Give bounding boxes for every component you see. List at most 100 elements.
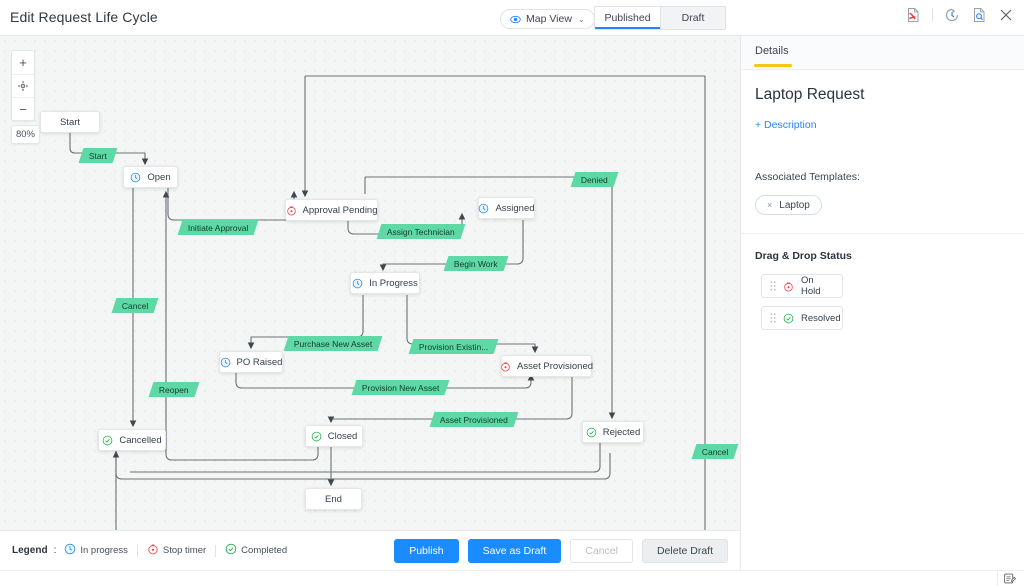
stop-timer-icon: [500, 361, 511, 372]
node-label: Cancelled: [119, 434, 162, 446]
cancel-button[interactable]: Cancel: [570, 538, 633, 563]
chevron-down-icon: ⌄: [577, 14, 585, 24]
node-in-progress[interactable]: In Progress: [350, 272, 420, 294]
tab-published[interactable]: Published: [595, 7, 660, 29]
legend-text: Stop timer: [162, 545, 207, 556]
legend-item-in-progress: In progress: [64, 543, 128, 558]
in-progress-icon: [352, 278, 363, 289]
save-as-draft-button[interactable]: Save as Draft: [467, 538, 562, 563]
drag-handle-icon[interactable]: [770, 281, 776, 291]
tab-draft[interactable]: Draft: [660, 7, 725, 29]
header-icon-group: [905, 7, 1014, 23]
header-divider: [932, 8, 933, 22]
drag-drop-item-label: On Hold: [801, 275, 821, 297]
lifecycle-canvas[interactable]: + − 80%: [0, 36, 740, 530]
page-title: Edit Request Life Cycle: [10, 9, 158, 25]
completed-icon: [783, 313, 794, 324]
drag-drop-item-label: Resolved: [801, 312, 841, 324]
legend-divider: [215, 544, 217, 557]
map-view-button[interactable]: Map View ⌄: [500, 9, 595, 29]
document-search-icon[interactable]: [971, 7, 987, 23]
zoom-controls: + −: [11, 50, 35, 121]
completed-icon: [102, 435, 113, 446]
drag-drop-item-on-hold[interactable]: On Hold: [761, 274, 843, 298]
transition-denied[interactable]: Denied: [570, 172, 619, 187]
node-label: Assigned: [495, 202, 535, 214]
node-label: Closed: [327, 430, 358, 442]
add-description-link[interactable]: + Description: [755, 119, 817, 131]
legend-item-stop-timer: Stop timer: [147, 543, 206, 558]
pdf-export-icon[interactable]: [905, 7, 921, 23]
zoom-level-label[interactable]: 80%: [11, 125, 40, 144]
bottom-strip-divider: [997, 571, 998, 586]
canvas-footer: Legend : In progress Stop timer Complete…: [0, 530, 740, 570]
completed-icon: [311, 431, 322, 442]
details-panel: Details Laptop Request + Description Ass…: [740, 36, 1024, 586]
bottom-strip: [0, 570, 1024, 586]
node-label: In Progress: [369, 277, 418, 289]
drag-drop-item-resolved[interactable]: Resolved: [761, 306, 843, 330]
transition-cancel-right[interactable]: Cancel: [691, 444, 739, 459]
node-assigned[interactable]: Assigned: [478, 197, 535, 219]
transition-initiate-approval[interactable]: Initiate Approval: [177, 220, 259, 235]
request-title: Laptop Request: [755, 86, 865, 103]
legend-colon: :: [53, 545, 57, 556]
node-label: Rejected: [602, 426, 641, 438]
transition-begin-work[interactable]: Begin Work: [443, 256, 509, 271]
node-po-raised[interactable]: PO Raised: [219, 351, 283, 373]
node-asset-provisioned[interactable]: Asset Provisioned: [500, 355, 594, 377]
zoom-in-button[interactable]: +: [19, 55, 27, 70]
transition-provision-existing[interactable]: Provision Existin...: [408, 339, 499, 354]
stop-timer-icon: [286, 205, 297, 216]
node-approval-pending[interactable]: Approval Pending: [285, 199, 378, 221]
stop-timer-icon: [783, 281, 794, 292]
fit-to-screen-icon[interactable]: [12, 74, 34, 97]
details-tabbar: Details: [741, 36, 1024, 70]
legend-divider: [136, 544, 138, 557]
template-chip-label: Laptop: [779, 199, 810, 211]
transition-purchase-new-asset[interactable]: Purchase New Asset: [283, 336, 383, 351]
transition-provision-new-asset[interactable]: Provision New Asset: [351, 380, 450, 395]
publish-button[interactable]: Publish: [394, 538, 459, 563]
node-start[interactable]: Start: [40, 111, 100, 133]
zoom-out-button[interactable]: −: [12, 97, 34, 120]
stop-timer-icon: [147, 543, 159, 558]
drag-handle-icon[interactable]: [770, 313, 776, 323]
legend-label: Legend: [12, 545, 48, 556]
completed-icon: [225, 543, 237, 558]
history-clock-icon[interactable]: [944, 7, 960, 23]
node-label: Approval Pending: [302, 204, 378, 216]
node-label: End: [325, 493, 342, 505]
in-progress-icon: [64, 543, 76, 558]
legend-item-completed: Completed: [225, 543, 287, 558]
transition-asset-provisioned[interactable]: Asset Provisioned: [429, 412, 519, 427]
map-view-label: Map View: [526, 13, 572, 25]
tab-details[interactable]: Details: [754, 45, 792, 67]
completed-icon: [586, 427, 597, 438]
footer-button-group: Publish Save as Draft Cancel Delete Draf…: [394, 538, 728, 563]
transition-cancel-open[interactable]: Cancel: [111, 298, 159, 313]
legend-text: Completed: [241, 545, 288, 556]
node-label: PO Raised: [236, 356, 283, 368]
close-icon[interactable]: [998, 7, 1014, 23]
node-open[interactable]: Open: [123, 166, 178, 188]
node-label: Start: [59, 116, 81, 128]
transition-start[interactable]: Start: [78, 148, 118, 163]
legend-text: In progress: [80, 545, 128, 556]
publish-state-tabs: Published Draft: [594, 6, 726, 30]
node-closed[interactable]: Closed: [305, 425, 363, 447]
delete-draft-button[interactable]: Delete Draft: [641, 538, 728, 563]
node-rejected[interactable]: Rejected: [582, 421, 644, 443]
details-body: Laptop Request + Description Associated …: [741, 70, 1024, 330]
eye-icon: [510, 14, 521, 25]
remove-template-icon[interactable]: ×: [767, 200, 773, 210]
node-cancelled[interactable]: Cancelled: [98, 429, 166, 451]
node-end[interactable]: End: [305, 488, 362, 510]
drag-drop-status-heading: Drag & Drop Status: [755, 250, 852, 262]
transition-assign-technician[interactable]: Assign Technician: [376, 224, 466, 239]
transition-reopen[interactable]: Reopen: [148, 382, 200, 397]
node-label: Asset Provisioned: [516, 360, 594, 372]
template-chip-laptop[interactable]: × Laptop: [755, 195, 822, 215]
in-progress-icon: [130, 172, 141, 183]
